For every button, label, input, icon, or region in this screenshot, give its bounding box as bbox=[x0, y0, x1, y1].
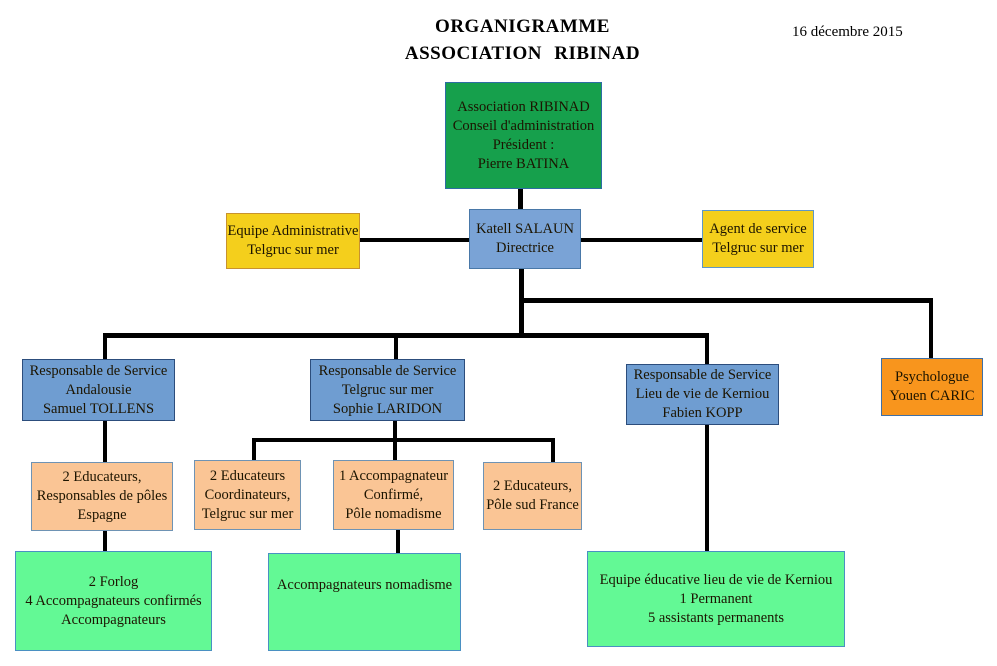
box-text-line: 2 Forlog bbox=[88, 573, 139, 590]
box-text-line: Directrice bbox=[496, 240, 554, 256]
connector-directrice-equipe-admin bbox=[360, 238, 469, 242]
box-psychologue: Psychologue Youen CARIC bbox=[881, 358, 983, 416]
box-text-line: Equipe Administrative bbox=[227, 223, 359, 239]
box-directrice: Katell SALAUN Directrice bbox=[469, 209, 581, 269]
box-text-line: Responsable de Service bbox=[29, 362, 168, 379]
box-text-line: 2 Educateurs, bbox=[493, 478, 572, 494]
page-title: ORGANIGRAMME ASSOCIATION RIBINAD bbox=[300, 13, 745, 67]
connector-drop-accompagnateur bbox=[393, 438, 397, 460]
box-text-line: Sophie LARIDON bbox=[332, 400, 443, 417]
box-text-line: Agent de service bbox=[709, 221, 807, 237]
box-agent-de-service: Agent de service Telgruc sur mer bbox=[702, 210, 814, 268]
box-text-line: 2 Educateurs, bbox=[62, 469, 142, 485]
connector-drop-sud-france bbox=[551, 438, 555, 462]
box-text-line: 5 assistants permanents bbox=[647, 609, 785, 626]
box-responsable-kerniou: Responsable de Service Lieu de vie de Ke… bbox=[626, 364, 779, 425]
box-text-line: Telgruc sur mer bbox=[341, 381, 434, 398]
connector-drop-telgruc bbox=[394, 333, 398, 359]
box-text-line: Association RIBINAD bbox=[457, 98, 590, 115]
box-text-line: Conseil d'administration bbox=[452, 117, 595, 134]
box-text-line: Président : bbox=[492, 136, 555, 153]
box-accompagnateurs-nomadisme: Accompagnateurs nomadisme bbox=[268, 553, 461, 651]
box-equipe-educative-kerniou: Equipe éducative lieu de vie de Kerniou … bbox=[587, 551, 845, 647]
box-text-line: Psychologue bbox=[894, 369, 970, 385]
box-text-line: Espagne bbox=[77, 507, 127, 523]
box-text-line: Telgruc sur mer bbox=[712, 240, 804, 256]
box-text-line: Lieu de vie de Kerniou bbox=[635, 386, 770, 402]
connector-nomadisme bbox=[396, 530, 400, 553]
box-text-line: 2 Educateurs bbox=[209, 467, 286, 484]
box-text-line: Confirmé, bbox=[363, 486, 424, 503]
box-text-line: 1 Permanent bbox=[679, 590, 753, 607]
connector-branch-psychologue bbox=[519, 298, 933, 303]
box-text-line: Accompagnateurs bbox=[61, 611, 166, 628]
box-text-line: Fabien KOPP bbox=[662, 405, 743, 421]
box-text-line: Pôle sud France bbox=[486, 497, 579, 513]
box-conseil-administration: Association RIBINAD Conseil d'administra… bbox=[445, 82, 602, 189]
box-text-line: Coordinateurs, bbox=[204, 486, 291, 503]
box-text-line: Samuel TOLLENS bbox=[42, 400, 155, 417]
connector-andalousie-espagne bbox=[103, 421, 107, 462]
connector-drop-kerniou bbox=[705, 333, 709, 364]
title-line-2: ASSOCIATION RIBINAD bbox=[404, 43, 641, 64]
connector-espagne-forlog bbox=[103, 531, 107, 551]
connector-directrice-agent-service bbox=[581, 238, 702, 242]
box-text-line: Responsable de Service bbox=[318, 362, 457, 379]
box-educateurs-sud-france: 2 Educateurs, Pôle sud France bbox=[483, 462, 582, 530]
connector-telgruc-trunk bbox=[393, 421, 397, 442]
connector-drop-psychologue bbox=[929, 298, 933, 358]
box-text-line: Responsable de Service bbox=[633, 367, 772, 383]
connector-branch-responsables bbox=[103, 333, 709, 338]
box-text-line: Equipe éducative lieu de vie de Kerniou bbox=[599, 571, 833, 588]
box-text-line: Pôle nomadisme bbox=[345, 505, 442, 522]
box-equipe-administrative: Equipe Administrative Telgruc sur mer bbox=[226, 213, 360, 269]
box-text-line: Pierre BATINA bbox=[477, 155, 570, 172]
box-equipe-forlog: 2 Forlog 4 Accompagnateurs confirmés Acc… bbox=[15, 551, 212, 651]
box-text-line: Telgruc sur mer bbox=[201, 505, 294, 522]
box-text-line: Katell SALAUN bbox=[476, 221, 574, 237]
connector-conseil-directrice bbox=[518, 189, 523, 209]
box-responsable-andalousie: Responsable de Service Andalousie Samuel… bbox=[22, 359, 175, 421]
box-text-line: 4 Accompagnateurs confirmés bbox=[25, 592, 202, 609]
connector-drop-coordinateurs bbox=[252, 438, 256, 460]
box-accompagnateur-confirme: 1 Accompagnateur Confirmé, Pôle nomadism… bbox=[333, 460, 454, 530]
box-text-line: Accompagnateurs nomadisme bbox=[276, 577, 453, 593]
connector-drop-andalousie bbox=[103, 333, 107, 359]
box-text-line: 1 Accompagnateur bbox=[338, 467, 449, 484]
connector-kerniou-equipe bbox=[705, 425, 709, 551]
date-label: 16 décembre 2015 bbox=[792, 24, 903, 40]
connector-branch-telgruc bbox=[252, 438, 555, 442]
box-text-line: Responsables de pôles bbox=[36, 488, 168, 504]
box-educateurs-coordinateurs: 2 Educateurs Coordinateurs, Telgruc sur … bbox=[194, 460, 301, 530]
box-responsable-telgruc: Responsable de Service Telgruc sur mer S… bbox=[310, 359, 465, 421]
title-line-1: ORGANIGRAMME bbox=[435, 16, 610, 37]
box-text-line: Andalousie bbox=[65, 381, 132, 398]
box-educateurs-espagne: 2 Educateurs, Responsables de pôles Espa… bbox=[31, 462, 173, 531]
box-text-line: Youen CARIC bbox=[889, 388, 975, 404]
box-text-line: Telgruc sur mer bbox=[247, 242, 339, 258]
